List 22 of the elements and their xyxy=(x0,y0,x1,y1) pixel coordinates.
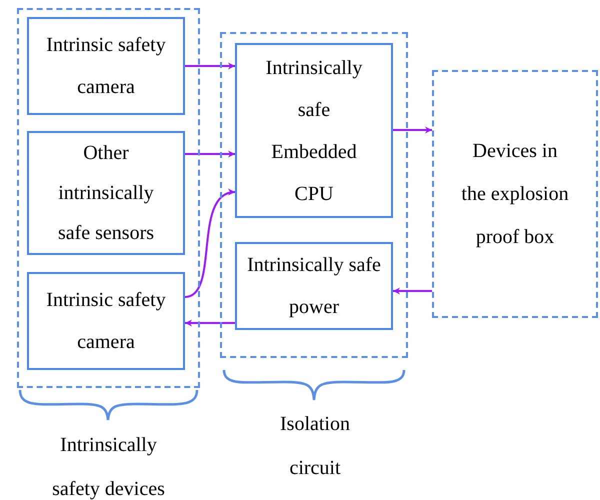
arrow xyxy=(185,62,235,70)
box-label: Intrinsically safe power xyxy=(246,253,382,320)
box-label: Devices in the explosion proof box xyxy=(460,138,570,250)
arrow xyxy=(185,150,235,158)
group-caption: Isolation circuit xyxy=(279,412,351,481)
process-box xyxy=(27,17,185,115)
arrow xyxy=(185,320,235,326)
process-box xyxy=(27,272,185,370)
box-label: Other intrinsically safe sensors xyxy=(56,141,156,246)
arrow xyxy=(184,190,236,298)
process-box xyxy=(235,242,393,330)
dashed-group-box xyxy=(17,8,200,388)
box-label: Intrinsic safety camera xyxy=(45,288,167,355)
process-box xyxy=(27,131,185,255)
dashed-group-box xyxy=(220,32,408,358)
dashed-box xyxy=(432,70,598,318)
arrow xyxy=(393,288,432,294)
arrow xyxy=(393,126,432,134)
box-label: Intrinsic safety camera xyxy=(45,33,167,100)
process-box xyxy=(235,43,393,218)
group-caption: Intrinsically safety devices xyxy=(51,433,166,500)
box-label: Intrinsically safe Embedded CPU xyxy=(264,56,364,206)
